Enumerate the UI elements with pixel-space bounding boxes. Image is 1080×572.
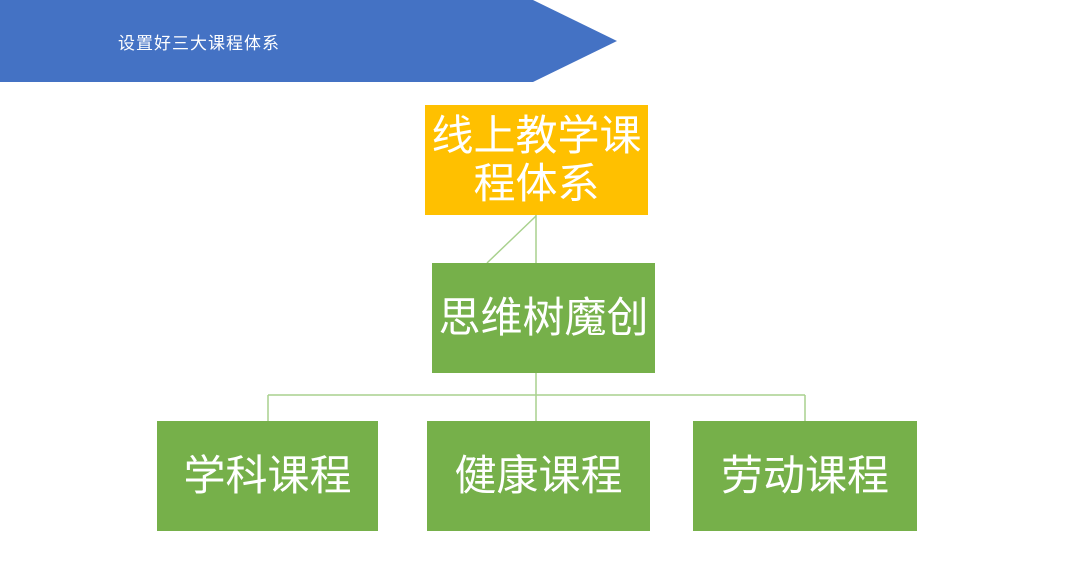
title-banner-arrow: 设置好三大课程体系 bbox=[0, 0, 617, 82]
parent-node: 思维树魔创 bbox=[432, 263, 655, 373]
parent-node-label: 思维树魔创 bbox=[438, 293, 649, 341]
child-node-labor: 劳动课程 bbox=[693, 421, 917, 531]
child-node-subject: 学科课程 bbox=[157, 421, 378, 531]
child-node-health-label: 健康课程 bbox=[454, 451, 623, 499]
child-node-labor-label: 劳动课程 bbox=[720, 451, 889, 499]
root-node-label: 线上教学课程体系 bbox=[431, 111, 642, 207]
child-node-subject-label: 学科课程 bbox=[183, 451, 352, 499]
child-node-health: 健康课程 bbox=[427, 421, 650, 531]
title-banner-label: 设置好三大课程体系 bbox=[118, 33, 280, 53]
root-node: 线上教学课程体系 bbox=[425, 105, 648, 215]
connector-root-to-parent-diagonal bbox=[486, 215, 537, 264]
